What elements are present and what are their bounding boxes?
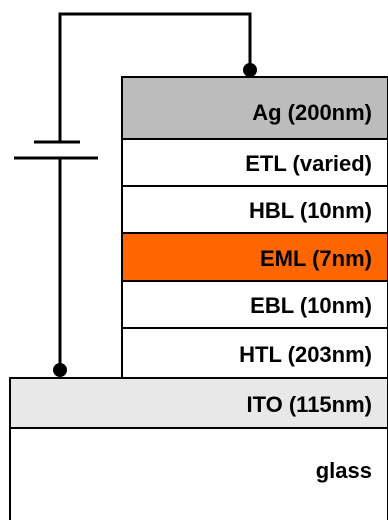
bottom-contact-dot-icon <box>53 363 67 377</box>
layer-etl <box>121 138 388 187</box>
layer-hbl-label: HBL (10nm) <box>249 198 372 223</box>
wire-top <box>58 12 252 142</box>
layer-glass <box>9 427 388 520</box>
layer-ito <box>9 377 388 429</box>
layer-ebl <box>121 280 388 329</box>
layer-ag <box>121 76 388 140</box>
layer-stack: Ag (200nm) ETL (varied) HBL (10nm) EML (… <box>9 76 388 520</box>
layer-glass-label: glass <box>316 458 372 483</box>
layer-etl-label: ETL (varied) <box>245 151 372 176</box>
layer-htl-label: HTL (203nm) <box>239 342 372 367</box>
layer-htl <box>121 327 388 379</box>
circuit-wire <box>58 12 252 370</box>
layer-eml-label: EML (7nm) <box>260 246 372 271</box>
battery-icon <box>14 140 98 160</box>
top-contact-dot-icon <box>243 63 257 77</box>
layer-ito-label: ITO (115nm) <box>246 392 372 417</box>
layer-ag-label: Ag (200nm) <box>252 100 372 125</box>
layer-ebl-label: EBL (10nm) <box>250 293 372 318</box>
